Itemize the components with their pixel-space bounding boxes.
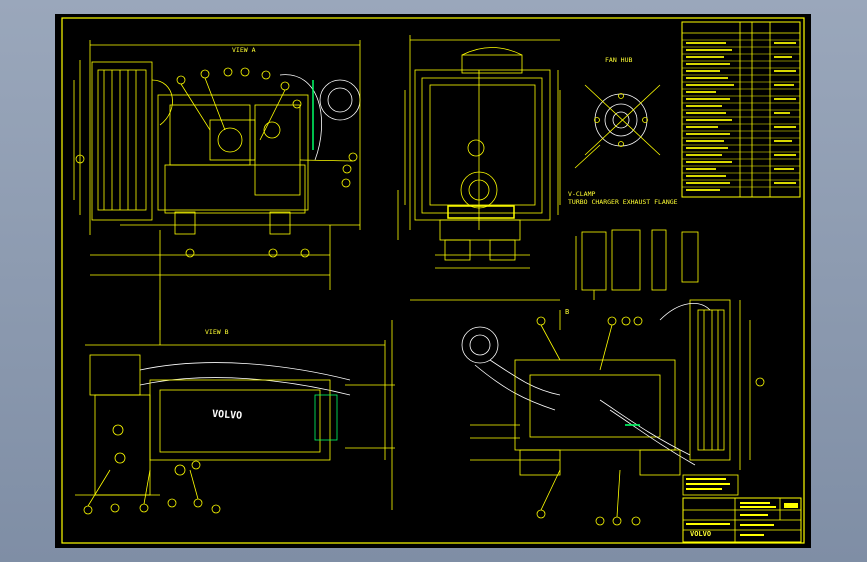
view-a-label: VIEW A xyxy=(232,46,256,54)
title-block-brand: VOLVO xyxy=(690,530,711,538)
drawing-sheet xyxy=(55,14,811,548)
front-view-radiator xyxy=(397,35,561,301)
view-b-label: VIEW B xyxy=(205,328,229,336)
side-view-engine xyxy=(73,40,361,330)
top-view-engine xyxy=(75,300,395,510)
title-block-text-marks xyxy=(686,478,798,536)
parts-list-table xyxy=(681,21,801,198)
parts-list-rows xyxy=(682,39,800,188)
drawing-border xyxy=(61,17,805,544)
detail-b-engine-view xyxy=(461,299,751,476)
callout-balloons-detail-b xyxy=(536,316,765,526)
parts-list-text-marks xyxy=(686,42,796,191)
v-clamp-label: V-CLAMP xyxy=(568,190,595,198)
callout-balloons-view-b xyxy=(83,469,221,515)
fan-hub-detail xyxy=(574,84,661,169)
fan-hub-label: FAN HUB xyxy=(605,56,632,64)
turbo-flange-label: TURBO CHARGER EXHAUST FLANGE xyxy=(568,198,678,206)
section-details xyxy=(575,229,699,300)
detail-b-label: B xyxy=(565,308,569,316)
engine-brand-text: VOLVO xyxy=(212,409,243,422)
callout-balloons-view-a xyxy=(75,67,358,258)
title-block xyxy=(682,474,802,543)
